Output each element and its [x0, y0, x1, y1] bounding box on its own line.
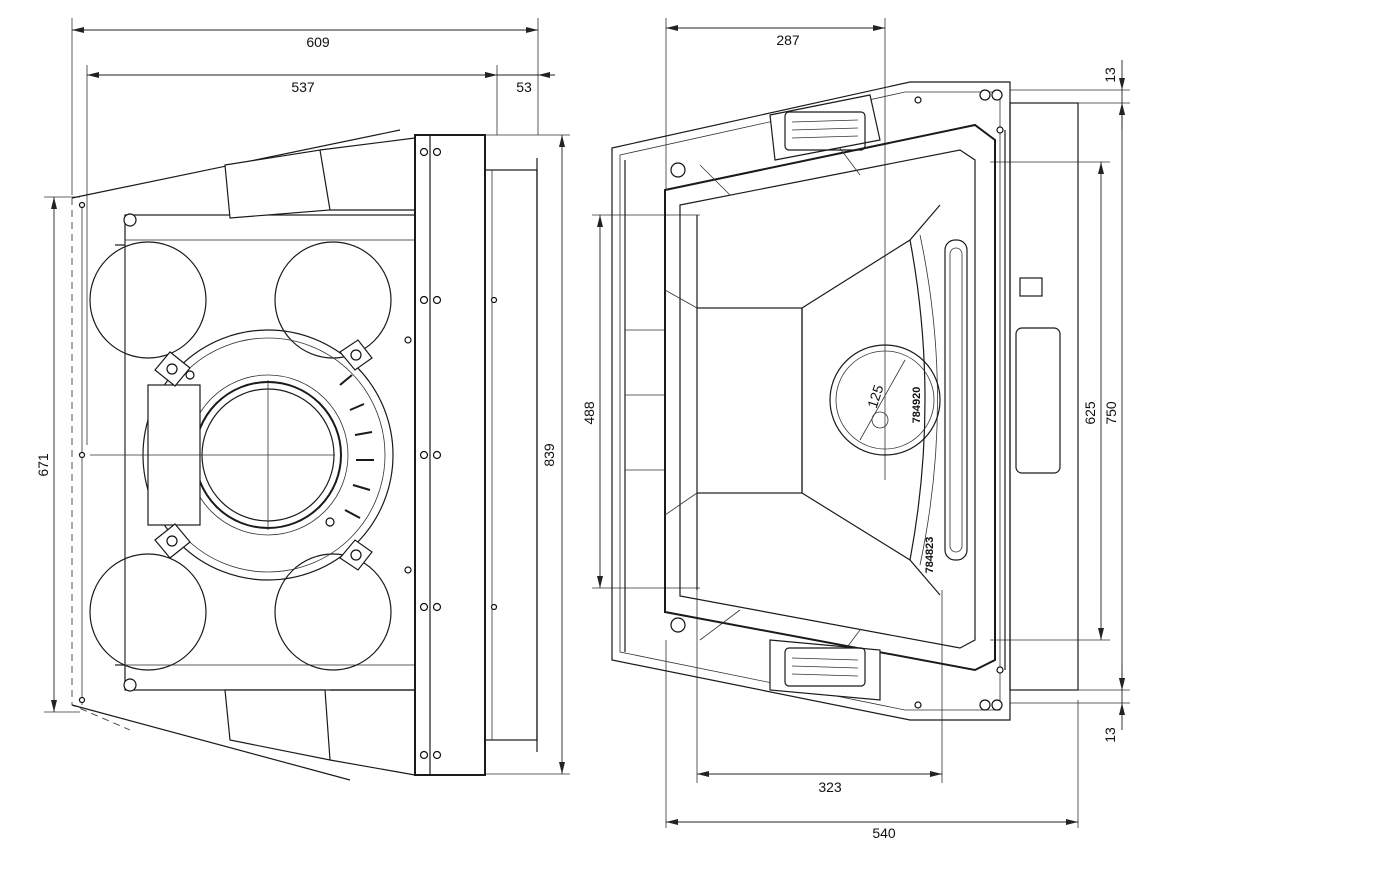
part-number-lower: 784823: [924, 537, 936, 574]
dim-label-287: 287: [776, 32, 800, 48]
filter-circles: [89, 241, 392, 671]
part-number-upper: 784920: [911, 387, 923, 424]
dim-top-margin: 13: [1010, 60, 1130, 130]
unit-housing: [115, 134, 538, 776]
right-view-bolts: [670, 89, 1004, 711]
dim-label-839: 839: [541, 443, 557, 467]
grille-frame: [664, 123, 996, 672]
dim-label-625: 625: [1082, 401, 1098, 425]
dim-body-height: 671: [35, 196, 80, 713]
dim-label-488: 488: [581, 401, 597, 425]
spigot: 125 784920 784823: [829, 344, 941, 574]
dim-label-540: 540: [872, 825, 896, 841]
dim-label-13-top: 13: [1102, 67, 1118, 83]
dim-overall-depth: 609: [71, 18, 539, 195]
slot-modules: [769, 94, 881, 701]
spigot-diameter-label: 125: [864, 383, 887, 410]
dim-overall-height-right: 750: [1103, 103, 1125, 690]
dim-label-671: 671: [35, 453, 51, 477]
right-view: 287 488 323 540: [581, 18, 1130, 841]
left-view: 609 537 53 839: [35, 18, 570, 781]
dim-label-750: 750: [1103, 401, 1119, 425]
dim-duct-width: 323: [696, 590, 943, 795]
fan-assembly: [90, 329, 394, 581]
flange-bolts: [78, 147, 498, 760]
dim-inner-height: 488: [581, 214, 700, 589]
dim-overall-height: 839: [485, 134, 570, 775]
dim-bottom-margin: 13: [1010, 665, 1130, 743]
dim-label-53: 53: [516, 79, 532, 95]
dim-flange-depth: 53: [485, 72, 555, 95]
dim-label-13-bottom: 13: [1102, 727, 1118, 743]
cassette-housing: [611, 81, 1079, 721]
dim-top-offset: 287: [665, 18, 886, 480]
dim-label-537: 537: [291, 79, 315, 95]
dim-label-609: 609: [306, 34, 330, 50]
dim-overall-width: 540: [665, 640, 1079, 841]
dim-label-323: 323: [818, 779, 842, 795]
